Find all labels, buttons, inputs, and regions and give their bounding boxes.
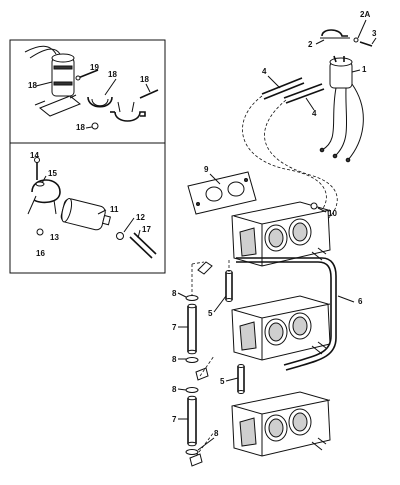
callout-2a: 2A — [360, 10, 370, 19]
fuel-hose-7-lower — [187, 395, 197, 447]
callout-17: 17 — [142, 225, 151, 234]
callout-12: 12 — [136, 213, 145, 222]
callout-18: 18 — [76, 123, 85, 132]
fuel-hose-short-lower — [237, 364, 245, 394]
callout-18: 18 — [140, 75, 149, 84]
callout-8: 8 — [172, 355, 177, 364]
fuel-filter — [60, 198, 111, 231]
callout-3: 3 — [372, 29, 377, 38]
callout-10: 10 — [328, 209, 337, 218]
carburetor-gasket: 9 — [187, 165, 257, 215]
fuel-hose-short-upper — [225, 260, 233, 302]
callout-16: 16 — [36, 249, 45, 258]
callout-18: 18 — [108, 70, 117, 79]
callout-11: 11 — [110, 205, 119, 214]
callout-19: 19 — [90, 63, 99, 72]
carburetor-stack — [231, 201, 331, 457]
callout-8: 8 — [214, 429, 219, 438]
callout-6: 6 — [358, 297, 363, 306]
callout-8: 8 — [172, 289, 177, 298]
inset-panel-fuel-pump: 19 18 18 18 18 — [9, 39, 166, 144]
carburetor-body — [231, 295, 331, 361]
solenoid-clamp — [321, 29, 348, 37]
pump-clamp-lower — [114, 111, 146, 122]
callout-8: 8 — [172, 385, 177, 394]
callout-7: 7 — [172, 323, 177, 332]
callout-4: 4 — [312, 109, 317, 118]
hose-clamps — [185, 295, 199, 455]
hose-fittings — [189, 261, 215, 467]
callout-9: 9 — [204, 165, 209, 174]
callout-4: 4 — [262, 67, 267, 76]
callout-18: 18 — [28, 81, 37, 90]
pump-base — [39, 95, 81, 117]
primer-hose-lower — [283, 83, 325, 104]
electric-fuel-pump — [51, 57, 75, 97]
callout-13: 13 — [50, 233, 59, 242]
callout-5: 5 — [220, 377, 225, 386]
callout-1: 1 — [362, 65, 367, 74]
callout-7: 7 — [172, 415, 177, 424]
primer-hose-upper — [261, 77, 305, 100]
pump-clamp-upper — [87, 96, 113, 108]
callout-5: 5 — [208, 309, 213, 318]
fuel-hose-7-upper — [187, 261, 205, 355]
callout-14: 14 — [30, 151, 39, 160]
carburetor-body — [231, 201, 331, 267]
primer-solenoid-group: 2 2A 3 1 4 4 — [261, 10, 377, 163]
callout-15: 15 — [48, 169, 57, 178]
inset-panel-fuel-filter: 14 15 11 12 17 13 16 — [9, 142, 166, 274]
callout-2: 2 — [308, 40, 313, 49]
fuel-hose-long — [236, 257, 337, 371]
carburetor-body — [231, 391, 331, 457]
